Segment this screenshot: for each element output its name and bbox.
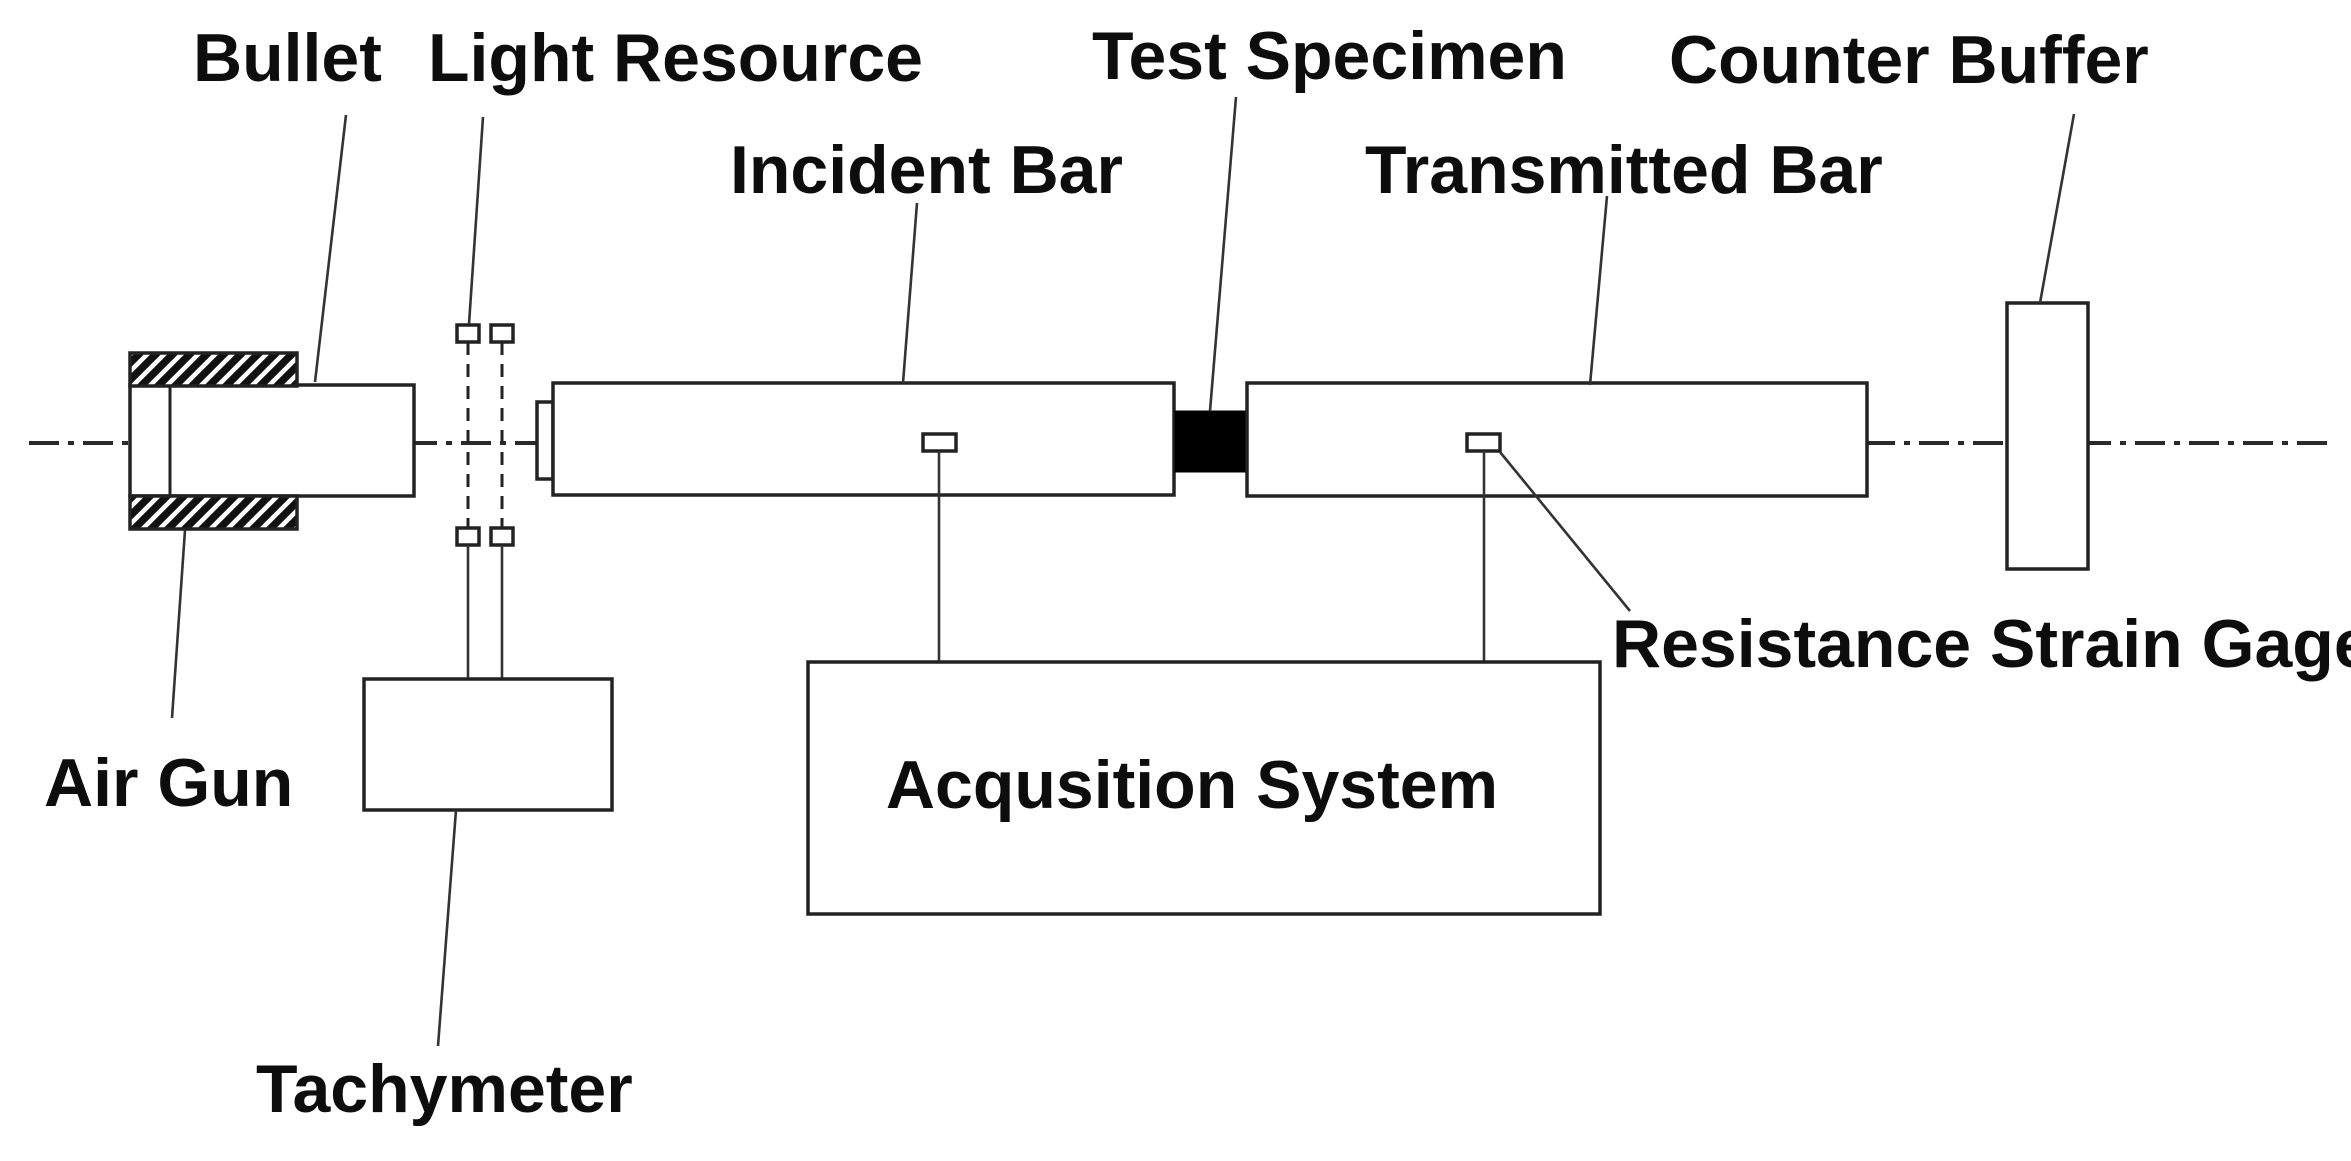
label-tachymeter: Tachymeter: [256, 1051, 633, 1127]
leader-test-specimen: [1208, 96, 1238, 412]
acquisition-box: [806, 660, 1602, 916]
leader-light-resource: [467, 116, 485, 325]
air-gun-hatch-top: [128, 351, 299, 388]
incident-bar-cap: [535, 400, 555, 481]
light-sensor-bottom-2: [489, 526, 515, 547]
light-sensor-bottom-1: [455, 526, 481, 547]
light-gate: [455, 323, 515, 679]
air-gun-barrel: [128, 383, 416, 498]
light-sensor-top-2: [489, 323, 515, 344]
leader-counter-buffer: [2038, 113, 2076, 304]
leader-resistance-strain-gage: [1498, 451, 1632, 612]
leader-incident-bar: [901, 202, 919, 384]
leader-bullet: [313, 114, 348, 383]
label-air-gun: Air Gun: [44, 745, 293, 821]
leader-tachymeter: [436, 809, 458, 1047]
label-test-specimen: Test Specimen: [1092, 18, 1567, 94]
light-sensor-top-1: [455, 323, 481, 344]
counter-buffer: [2005, 301, 2090, 571]
label-transmitted-bar: Transmitted Bar: [1365, 132, 1883, 208]
incident-bar: [551, 381, 1176, 497]
air-gun: [128, 351, 416, 531]
label-light-resource: Light Resource: [428, 20, 923, 96]
label-counter-buffer: Counter Buffer: [1669, 22, 2149, 98]
strain-gage-transmitted: [1465, 432, 1502, 453]
leader-transmitted-bar: [1588, 195, 1609, 386]
tachymeter-box: [362, 677, 614, 812]
test-specimen: [1174, 410, 1247, 473]
label-resistance-strain-gage: Resistance Strain Gage: [1612, 606, 2351, 682]
label-acquisition-system: Acqusition System: [886, 747, 1498, 823]
strain-gage-incident: [921, 432, 958, 453]
label-incident-bar: Incident Bar: [730, 132, 1123, 208]
label-bullet: Bullet: [193, 20, 382, 96]
transmitted-bar: [1245, 381, 1869, 498]
air-gun-hatch-bottom: [128, 494, 299, 531]
leader-air-gun: [170, 529, 187, 719]
